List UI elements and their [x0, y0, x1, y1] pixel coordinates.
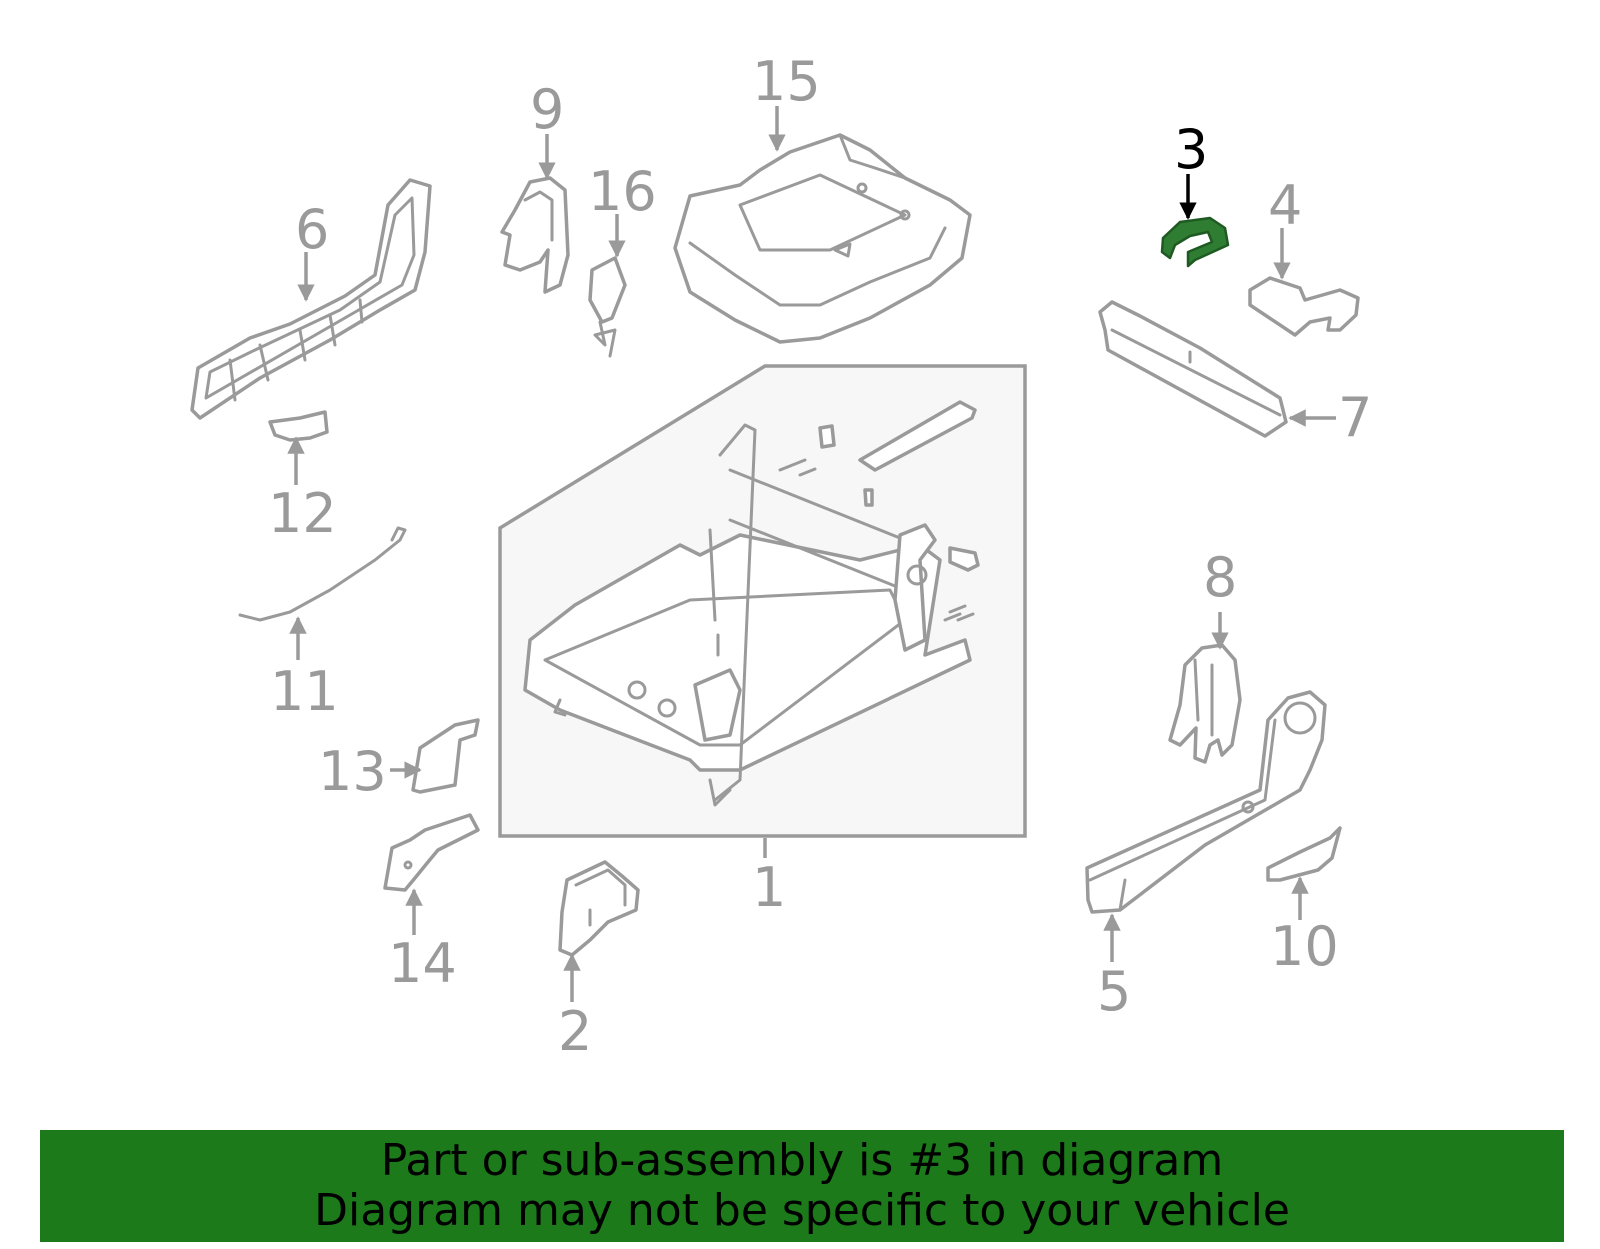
callout-1: 1 [752, 856, 786, 919]
part-2-cover [558, 860, 640, 957]
part-12-clip [268, 410, 329, 442]
part-16-lever [588, 256, 627, 358]
part-3-cap-highlighted [1160, 216, 1230, 268]
part-6-side-trim [190, 178, 432, 420]
callout-12: 12 [268, 482, 337, 545]
callout-6: 6 [295, 198, 329, 261]
callout-16: 16 [588, 160, 657, 223]
callout-7: 7 [1338, 386, 1372, 449]
part-1-seat-frame [498, 364, 1027, 838]
callout-14: 14 [388, 932, 457, 995]
callout-2: 2 [558, 1000, 592, 1063]
callout-8: 8 [1203, 546, 1237, 609]
part-8-bracket [1168, 643, 1242, 764]
part-15-cushion-pan [673, 133, 972, 344]
part-4-bracket [1248, 276, 1360, 337]
part-10-trim [1266, 826, 1342, 882]
callout-9: 9 [530, 78, 564, 141]
part-5-side-shield [1085, 690, 1327, 914]
part-13-bracket [411, 718, 480, 794]
leader-lines [287, 106, 1336, 1002]
callout-13: 13 [318, 740, 387, 803]
callout-3-highlighted: 3 [1174, 118, 1208, 181]
part-9-hinge-bracket [500, 176, 570, 294]
callout-4: 4 [1268, 174, 1302, 237]
banner-line-1: Part or sub-assembly is #3 in diagram [380, 1135, 1224, 1186]
banner-line-2: Diagram may not be specific to your vehi… [314, 1185, 1290, 1236]
callout-labels: 15 9 16 6 3 4 7 12 11 13 14 2 1 8 5 10 [268, 50, 1372, 1063]
info-banner: Part or sub-assembly is #3 in diagram Di… [40, 1130, 1564, 1242]
callout-11: 11 [270, 660, 339, 723]
part-11-cable [238, 526, 407, 622]
part-7-rail-cover [1098, 300, 1288, 438]
part-14-bracket [383, 813, 480, 892]
callout-10: 10 [1270, 915, 1339, 978]
callout-15: 15 [752, 50, 821, 113]
callout-5: 5 [1097, 960, 1131, 1023]
